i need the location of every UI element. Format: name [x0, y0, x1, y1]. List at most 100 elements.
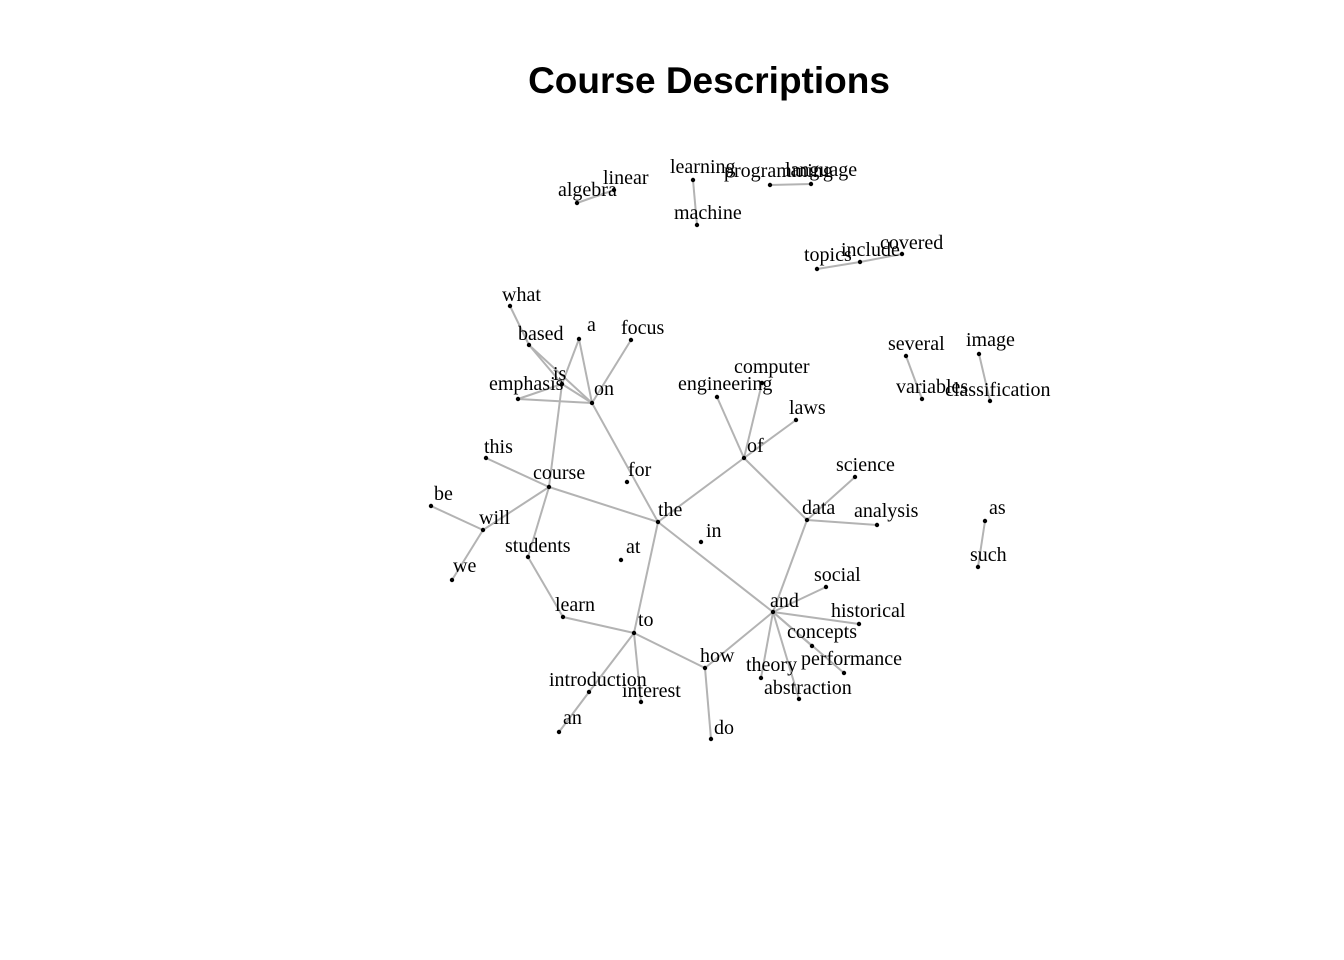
- node-label-engineering: engineering: [678, 373, 772, 395]
- node-label-how: how: [700, 645, 735, 667]
- node-dot-will: [480, 527, 486, 533]
- node-is: is: [553, 363, 567, 387]
- node-theory: theory: [746, 654, 797, 681]
- node-dot-focus: [628, 337, 634, 343]
- node-learn: learn: [555, 594, 595, 620]
- node-dot-course: [546, 484, 552, 490]
- node-such: such: [970, 544, 1007, 570]
- node-dot-classification: [987, 398, 993, 404]
- node-science: science: [836, 454, 895, 480]
- node-laws: laws: [789, 397, 826, 423]
- node-performance: performance: [801, 648, 902, 676]
- node-data: data: [802, 497, 835, 523]
- node-historical: historical: [831, 600, 906, 627]
- node-introduction: introduction: [549, 669, 647, 695]
- node-be: be: [428, 483, 453, 509]
- node-machine: machine: [674, 202, 742, 228]
- node-label-such: such: [970, 544, 1007, 566]
- node-in: in: [698, 520, 722, 545]
- edge-topics-include: [816, 261, 861, 270]
- node-label-analysis: analysis: [854, 500, 919, 522]
- node-based: based: [518, 323, 564, 348]
- node-label-emphasis: emphasis: [489, 373, 564, 395]
- node-label-concepts: concepts: [787, 621, 857, 643]
- node-dot-to: [631, 630, 637, 636]
- edge-students-learn: [527, 556, 564, 618]
- edge-to-how: [633, 632, 706, 669]
- edge-is-on: [561, 383, 593, 404]
- node-dot-how: [702, 665, 708, 671]
- node-dot-on: [589, 400, 595, 406]
- node-how: how: [700, 645, 735, 671]
- node-label-in: in: [706, 520, 722, 542]
- edge-of-the: [657, 457, 745, 523]
- node-dot-concepts: [809, 643, 815, 649]
- node-include: include: [841, 239, 900, 265]
- edge-and-performance: [772, 611, 845, 674]
- node-label-what: what: [502, 284, 541, 306]
- node-dot-and: [770, 609, 776, 615]
- node-label-based: based: [518, 323, 564, 345]
- edge-data-analysis: [806, 519, 878, 526]
- node-dot-emphasis: [515, 396, 521, 402]
- node-dot-do: [708, 736, 714, 742]
- node-label-variables: variables: [896, 376, 968, 398]
- node-dot-computer: [759, 380, 765, 386]
- node-dot-this: [483, 455, 489, 461]
- node-dot-interest: [638, 699, 644, 705]
- node-course: course: [533, 462, 585, 490]
- node-dot-historical: [856, 621, 862, 627]
- node-to: to: [631, 609, 654, 636]
- node-dot-learning: [690, 177, 696, 183]
- node-dot-for: [624, 479, 630, 485]
- edge-course-the: [548, 486, 659, 523]
- node-dot-performance: [841, 670, 847, 676]
- node-dot-a: [576, 336, 582, 342]
- node-what: what: [502, 284, 541, 309]
- node-label-social: social: [814, 564, 861, 586]
- node-algebra: algebra: [558, 179, 617, 206]
- node-label-a: a: [587, 314, 596, 336]
- edge-a-on: [578, 338, 593, 404]
- edge-what-based: [509, 305, 530, 346]
- edge-will-we: [451, 529, 484, 581]
- node-dot-social: [823, 584, 829, 590]
- node-dot-is: [559, 381, 565, 387]
- node-label-course: course: [533, 462, 585, 484]
- node-of: of: [741, 435, 764, 461]
- node-image: image: [966, 329, 1015, 357]
- edge-programming-language: [769, 183, 812, 186]
- node-programming: programming: [724, 160, 833, 188]
- node-label-laws: laws: [789, 397, 826, 419]
- edge-on-the: [591, 402, 659, 523]
- node-the: the: [655, 499, 683, 525]
- node-social: social: [814, 564, 861, 590]
- node-dot-at: [618, 557, 624, 563]
- node-label-covered: covered: [880, 232, 943, 254]
- edge-based-on: [528, 344, 593, 404]
- node-dot-algebra: [574, 200, 580, 206]
- edge-image-classification: [978, 353, 991, 402]
- node-dot-image: [976, 351, 982, 357]
- node-at: at: [618, 536, 641, 563]
- edge-learn-to: [562, 616, 635, 634]
- node-dot-what: [507, 303, 513, 309]
- node-label-learn: learn: [555, 594, 595, 616]
- node-do: do: [708, 717, 734, 742]
- node-label-theory: theory: [746, 654, 797, 676]
- node-label-we: we: [453, 555, 476, 577]
- edge-and-historical: [772, 611, 860, 625]
- node-dot-include: [857, 259, 863, 265]
- node-label-of: of: [747, 435, 764, 457]
- node-label-is: is: [553, 363, 567, 385]
- edge-emphasis-on: [517, 398, 593, 404]
- edge-this-course: [485, 457, 550, 488]
- node-label-an: an: [563, 707, 582, 729]
- node-dot-linear: [611, 187, 617, 193]
- node-label-to: to: [638, 609, 654, 631]
- node-label-students: students: [505, 535, 571, 557]
- node-dot-data: [804, 517, 810, 523]
- node-dot-of: [741, 455, 747, 461]
